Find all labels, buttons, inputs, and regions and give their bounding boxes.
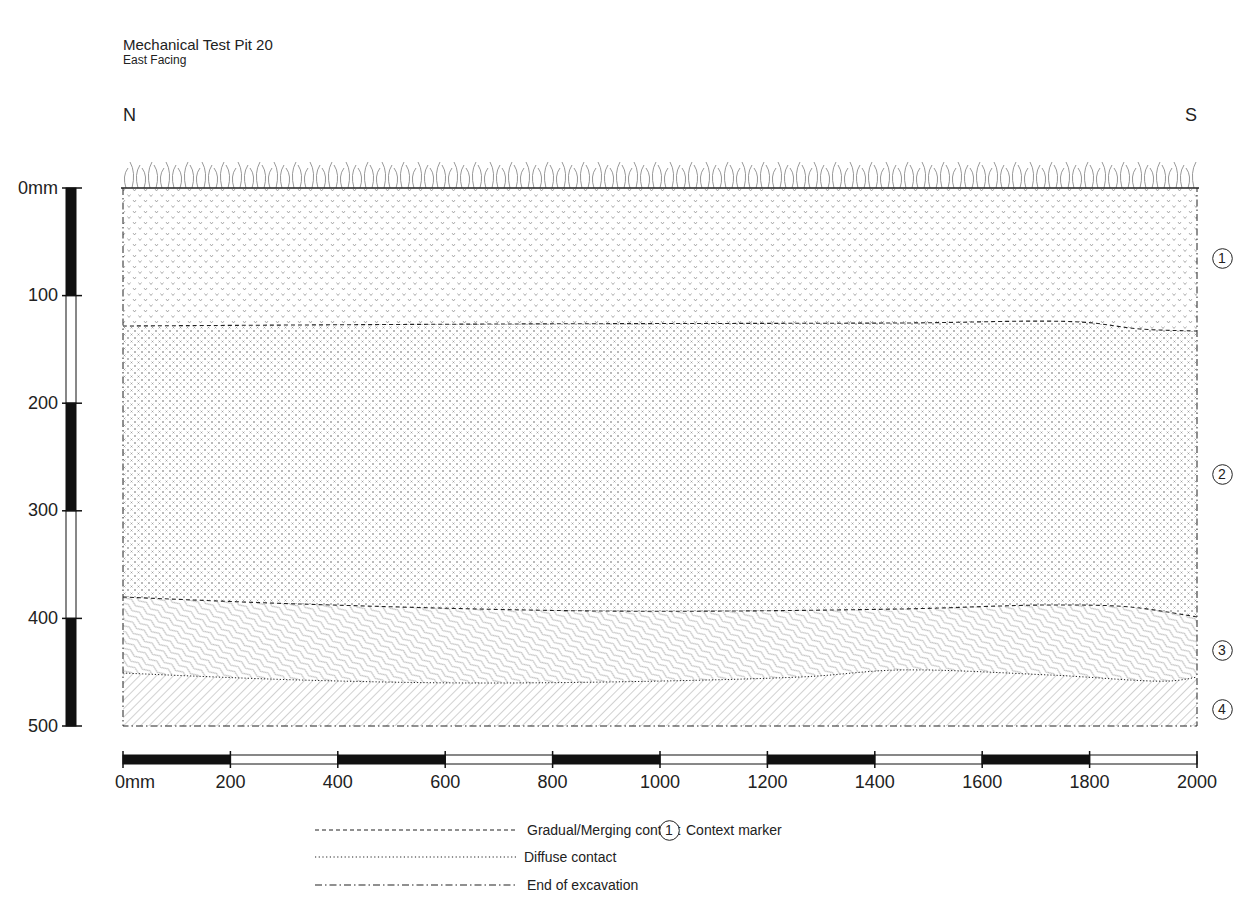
legend-samples [315, 830, 518, 885]
scale-tick [230, 751, 232, 768]
scale-segment [553, 755, 660, 764]
context-fill [123, 597, 1197, 683]
gradual-contact [123, 597, 1197, 617]
scale-value: 2000 [1177, 772, 1217, 793]
scale-segment [123, 755, 230, 764]
ground-surface [121, 187, 1199, 189]
context-marker: 1 [659, 820, 680, 841]
scale-tick [874, 751, 876, 768]
legend-line-sample [315, 856, 518, 857]
scale-tick [62, 295, 82, 297]
scale-tick [62, 618, 82, 620]
scale-tick [444, 751, 446, 768]
scale-value: 400 [323, 772, 353, 793]
context-fills [123, 188, 1197, 726]
marker-outline [1212, 699, 1232, 719]
scale-segment [1090, 755, 1197, 764]
context-marker: 3 [1212, 640, 1233, 661]
scale-value: 1000 [640, 772, 680, 793]
scale-value: 100 [28, 285, 58, 306]
context-number: 2 [1218, 467, 1226, 481]
scale-segment [338, 755, 445, 764]
scale-value: 1200 [747, 772, 787, 793]
scale-value: 300 [28, 500, 58, 521]
grass-blades [124, 162, 1196, 188]
gradual-contact [123, 321, 1197, 331]
scale-segment [982, 755, 1089, 764]
legend-text: Context marker [686, 822, 782, 838]
marker-outline [1212, 248, 1232, 268]
scale-value: 200 [215, 772, 245, 793]
context-number: 4 [1218, 702, 1226, 716]
marker-outline [659, 820, 679, 840]
legend-line-sample [315, 884, 518, 885]
scale-value: 1600 [962, 772, 1002, 793]
view-direction: East Facing [123, 54, 186, 68]
context-number: 1 [665, 823, 673, 837]
context-fill [123, 670, 1197, 726]
scale-value: 1800 [1070, 772, 1110, 793]
context-marker: 4 [1212, 699, 1233, 720]
scale-segment [445, 755, 552, 764]
context-number: 3 [1218, 643, 1226, 657]
diffuse-contact [123, 670, 1197, 683]
scale-value: 0mm [115, 772, 155, 793]
context-number: 1 [1218, 251, 1226, 265]
scale-value: 500 [28, 716, 58, 737]
scale-tick [1196, 751, 1198, 768]
excavation-limit [123, 188, 1197, 726]
context-fill [123, 321, 1197, 617]
scale-tick [1089, 751, 1091, 768]
turf-symbol [124, 162, 1196, 188]
compass-point: S [1185, 105, 1197, 126]
scale-segment [66, 511, 76, 619]
compass-point: N [123, 105, 136, 126]
scale-segment [66, 403, 76, 511]
scale-segment [660, 755, 767, 764]
scale-value: 0mm [18, 178, 58, 199]
legend-text: Diffuse contact [524, 849, 616, 865]
scale-value: 200 [28, 393, 58, 414]
legend-text: End of excavation [527, 877, 638, 893]
scale-value: 800 [538, 772, 568, 793]
scale-value: 1400 [855, 772, 895, 793]
scale-value: 600 [430, 772, 460, 793]
scale-segment [230, 755, 337, 764]
scale-tick [337, 751, 339, 768]
contact-lines [121, 188, 1199, 726]
context-marker: 2 [1212, 464, 1233, 485]
scale-segment [767, 755, 874, 764]
marker-outline [1212, 464, 1232, 484]
scale-tick [62, 510, 82, 512]
scale-tick [122, 751, 124, 768]
scale-segment [875, 755, 982, 764]
drawing-title: Mechanical Test Pit 20 [123, 36, 273, 53]
scale-tick [659, 751, 661, 768]
scale-bars [62, 188, 1197, 768]
scale-tick [767, 751, 769, 768]
scale-segment [66, 188, 76, 296]
legend-line-sample [315, 829, 518, 830]
scale-tick [62, 725, 82, 727]
scale-value: 400 [28, 608, 58, 629]
scale-segment [66, 618, 76, 726]
legend-text: Gradual/Merging contact [527, 822, 680, 838]
scale-tick [552, 751, 554, 768]
context-fill [123, 188, 1197, 331]
scale-segment [66, 296, 76, 404]
scale-tick [62, 187, 82, 189]
scale-tick [62, 402, 82, 404]
scale-tick [981, 751, 983, 768]
context-marker: 1 [1212, 248, 1233, 269]
marker-outline [1212, 640, 1232, 660]
